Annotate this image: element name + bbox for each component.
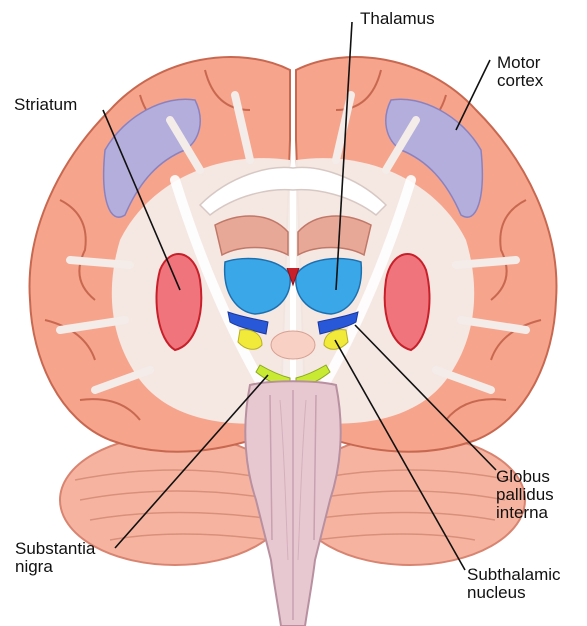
thalamus (225, 258, 362, 314)
subthalamic-nucleus-label: Subthalamic nucleus (467, 566, 561, 602)
substantia-nigra-label: Substantia nigra (15, 540, 95, 576)
lateral-ventricles (215, 216, 371, 255)
striatum-label: Striatum (14, 96, 77, 114)
motor-cortex-label: Motor cortex (497, 54, 543, 90)
thalamus-label: Thalamus (360, 10, 435, 28)
brainstem (245, 381, 340, 626)
hypothalamus (271, 331, 315, 359)
globus-pallidus-interna-label: Globus pallidus interna (496, 468, 554, 522)
